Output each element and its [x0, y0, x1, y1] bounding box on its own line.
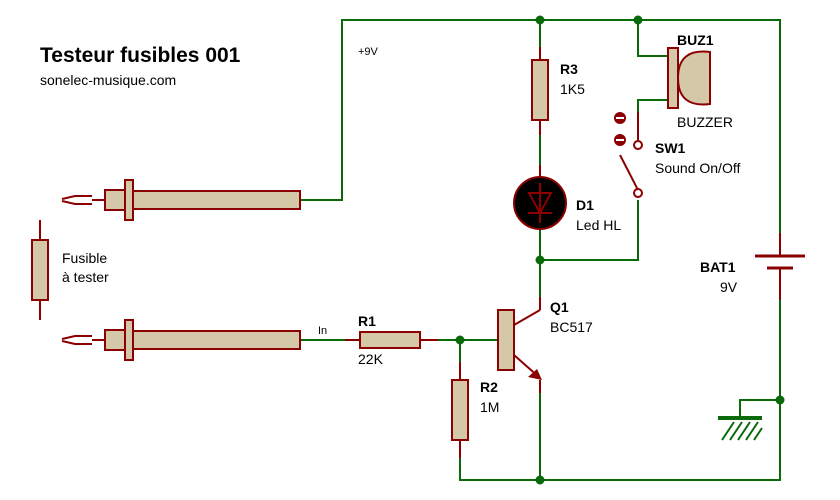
- d1-ref: D1: [576, 197, 594, 213]
- sw1-ref: SW1: [655, 140, 686, 156]
- junction-ground: [775, 395, 785, 405]
- led-d1: [513, 165, 567, 230]
- resistor-r1: [345, 331, 438, 349]
- bat1-value: 9V: [720, 279, 738, 295]
- wires: [300, 19, 781, 481]
- resistor-r2: [451, 362, 469, 458]
- switch-sw1: [614, 112, 643, 198]
- q1-value: BC517: [550, 319, 593, 335]
- junction-led-switch: [535, 255, 545, 265]
- sw1-value: Sound On/Off: [655, 160, 740, 176]
- junctions: [455, 15, 785, 485]
- wire-ground-tap: [739, 399, 780, 416]
- buzzer-buz1: [667, 47, 711, 109]
- net-label-vplus: +9V: [358, 46, 379, 58]
- r2-ref: R2: [480, 379, 498, 395]
- junction-emitter: [535, 475, 545, 485]
- wire-buzzer-bottom: [637, 99, 678, 112]
- r3-ref: R3: [560, 61, 578, 77]
- page-title: Testeur fusibles 001: [40, 44, 241, 67]
- fuse-label-line2: à tester: [62, 269, 109, 285]
- probe-top: [61, 179, 301, 221]
- r2-value: 1M: [480, 399, 499, 415]
- q1-ref: Q1: [550, 299, 569, 315]
- ground-symbol: [718, 416, 763, 441]
- transistor-q1: [497, 297, 542, 393]
- wire-top-rail: [300, 19, 781, 233]
- buz1-value: BUZZER: [677, 114, 733, 130]
- r3-value: 1K5: [560, 81, 585, 97]
- wire-buzzer-top: [637, 20, 678, 57]
- buz1-ref: BUZ1: [677, 32, 714, 48]
- net-label-input: In: [318, 325, 327, 337]
- probe-bottom: [61, 319, 301, 361]
- d1-value: Led HL: [576, 217, 621, 233]
- fuse-label-line1: Fusible: [62, 250, 107, 266]
- r1-value: 22K: [358, 351, 384, 367]
- wire-switch-to-node: [540, 200, 639, 261]
- junction-r3-top: [535, 15, 545, 25]
- resistor-r3: [531, 47, 549, 135]
- bat1-ref: BAT1: [700, 259, 736, 275]
- junction-base: [455, 335, 465, 345]
- page-subtitle: sonelec-musique.com: [40, 72, 176, 88]
- battery-bat1: [755, 233, 805, 300]
- fuse-symbol: [31, 220, 49, 320]
- wire-bottom-rail: [459, 400, 781, 481]
- r1-ref: R1: [358, 313, 376, 329]
- junction-buzzer-top: [633, 15, 643, 25]
